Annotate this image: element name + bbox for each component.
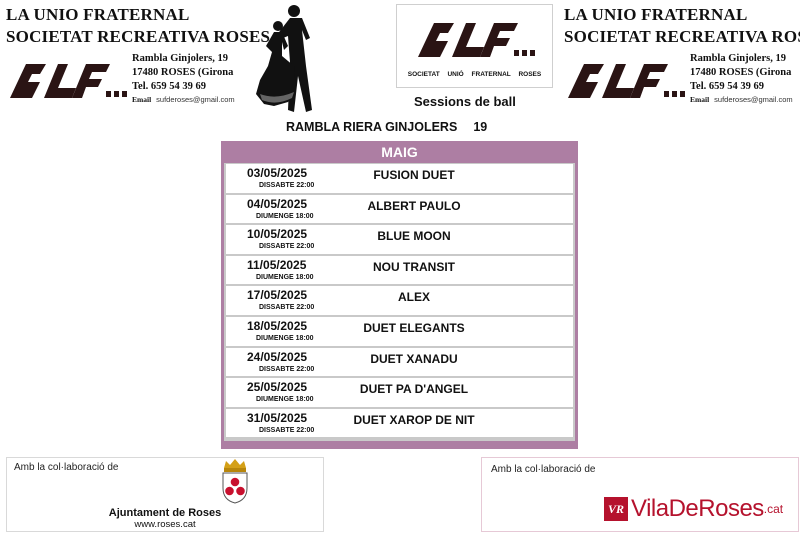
email: sufderoses@gmail.com	[156, 95, 235, 104]
event-day-time: DISSABTE 22:00	[259, 426, 315, 434]
center-logo-box: SOCIETAT UNIÓ FRATERNAL ROSES	[396, 4, 553, 88]
dancing-couple-icon	[256, 5, 312, 112]
event-date: 25/05/2025	[247, 380, 308, 395]
event-row: 10/05/2025 DISSABTE 22:00 BLUE MOON	[226, 225, 573, 256]
event-day-time: DISSABTE 22:00	[259, 365, 315, 373]
viladeroses-domain-suffix: .cat	[763, 502, 784, 516]
event-performer: BLUE MOON	[377, 229, 451, 244]
event-date: 17/05/2025	[247, 288, 308, 303]
phone: Tel. 659 54 39 69	[132, 81, 206, 92]
event-day-time: DISSABTE 22:00	[259, 182, 315, 189]
event-performer: NOU TRANSIT	[373, 259, 455, 274]
email-label: Email	[690, 95, 710, 104]
event-date: 04/05/2025	[247, 196, 308, 211]
roses-crest-icon	[222, 459, 248, 504]
viladeroses-wordmark: VilaDeRoses	[631, 495, 764, 522]
event-row: 24/05/2025 DISSABTE 22:00 DUET XANADU	[226, 347, 573, 379]
contact-info-right: Rambla Ginjolers, 19 17480 ROSES (Girona…	[690, 52, 793, 104]
venue-street: RAMBLA RIERA GINJOLERS	[286, 120, 458, 134]
address-line2: 17480 ROSES (Girona	[132, 67, 234, 78]
event-date: 03/05/2025	[247, 166, 308, 180]
suf-logo	[568, 64, 685, 98]
address-line1: Rambla Ginjolers, 19	[132, 53, 228, 64]
event-day-time: DIUMENGE 18:00	[256, 212, 314, 220]
email: sufderoses@gmail.com	[714, 95, 793, 104]
event-day-time: DIUMENGE 18:00	[256, 396, 314, 404]
event-performer: DUET ELEGANTS	[363, 320, 465, 335]
event-performer: ALEX	[397, 290, 430, 305]
event-date: 31/05/2025	[247, 410, 308, 425]
venue-number: 19	[473, 120, 488, 134]
event-row: 11/05/2025 DIUMENGE 18:00 NOU TRANSIT	[226, 255, 573, 287]
schedule-table: MAIG 03/05/2025 DISSABTE 22:00 FUSION DU…	[221, 141, 578, 449]
event-performer: DUET XANADU	[370, 351, 458, 366]
viladeroses-logo: VR VilaDeRoses .cat	[604, 495, 783, 523]
org-header-left: LA UNIO FRATERNAL SOCIETAT RECREATIVA RO…	[6, 4, 271, 110]
address-line1: Rambla Ginjolers, 19	[690, 53, 786, 64]
event-row: 04/05/2025 DIUMENGE 18:00 ALBERT PAULO	[226, 194, 573, 226]
event-row: 17/05/2025 DISSABTE 22:00 ALEX	[226, 286, 573, 317]
sponsor-name: Ajuntament de Roses	[108, 507, 222, 519]
event-performer: ALBERT PAULO	[367, 198, 461, 213]
org-name-line2: SOCIETAT RECREATIVA ROSES	[564, 27, 800, 46]
phone: Tel. 659 54 39 69	[690, 81, 764, 92]
event-performer: FUSION DUET	[373, 168, 455, 182]
event-performer: DUET XAROP DE NIT	[353, 412, 475, 427]
schedule-frame	[221, 163, 578, 441]
event-day-time: DISSABTE 22:00	[259, 243, 315, 251]
event-date: 10/05/2025	[247, 227, 308, 242]
event-row: 31/05/2025 DISSABTE 22:00 DUET XAROP DE …	[226, 408, 573, 440]
event-day-time: DIUMENGE 18:00	[256, 334, 314, 342]
sponsor-label: Amb la col·laboració de	[491, 464, 596, 475]
vr-badge-icon: VR	[604, 497, 628, 521]
org-name-line1: LA UNIO FRATERNAL	[564, 5, 748, 24]
sponsor-ajuntament: Amb la col·laboració de Ajuntament de Ro…	[6, 457, 324, 532]
month-header: MAIG	[221, 141, 578, 163]
event-date: 11/05/2025	[247, 257, 307, 272]
center-logo-caption: SOCIETAT UNIÓ FRATERNAL ROSES	[407, 71, 542, 78]
address-line2: 17480 ROSES (Girona	[690, 67, 792, 78]
event-list: 03/05/2025 DISSABTE 22:00 FUSION DUET 04…	[226, 164, 573, 440]
suf-logo-center	[418, 23, 535, 57]
sponsor-viladeroses: Amb la col·laboració de VR VilaDeRoses .…	[481, 457, 799, 532]
org-name-line2: SOCIETAT RECREATIVA ROSES	[6, 27, 271, 46]
org-name-line1: LA UNIO FRATERNAL	[6, 5, 190, 24]
event-date: 18/05/2025	[247, 318, 308, 333]
org-header-right: LA UNIO FRATERNAL SOCIETAT RECREATIVA RO…	[564, 4, 800, 110]
sponsor-website: www.roses.cat	[134, 519, 196, 530]
contact-info-left: Rambla Ginjolers, 19 17480 ROSES (Girona…	[132, 52, 235, 104]
event-row: 25/05/2025 DIUMENGE 18:00 DUET PA D'ANGE…	[226, 378, 573, 409]
venue: RAMBLA RIERA GINJOLERS 19	[286, 120, 487, 134]
sponsor-label: Amb la col·laboració de	[14, 462, 119, 473]
event-performer: DUET PA D'ANGEL	[359, 382, 469, 397]
event-row: 18/05/2025 DIUMENGE 18:00 DUET ELEGANTS	[226, 316, 573, 348]
event-row: 03/05/2025 DISSABTE 22:00 FUSION DUET	[226, 164, 573, 195]
sessions-title: Sessions de ball	[414, 94, 516, 109]
event-day-time: DIUMENGE 18:00	[256, 273, 314, 281]
event-date: 24/05/2025	[247, 349, 308, 364]
suf-logo	[10, 64, 127, 98]
event-day-time: DISSABTE 22:00	[259, 304, 315, 312]
schedule-footer-bar	[221, 441, 578, 449]
email-label: Email	[132, 95, 152, 104]
